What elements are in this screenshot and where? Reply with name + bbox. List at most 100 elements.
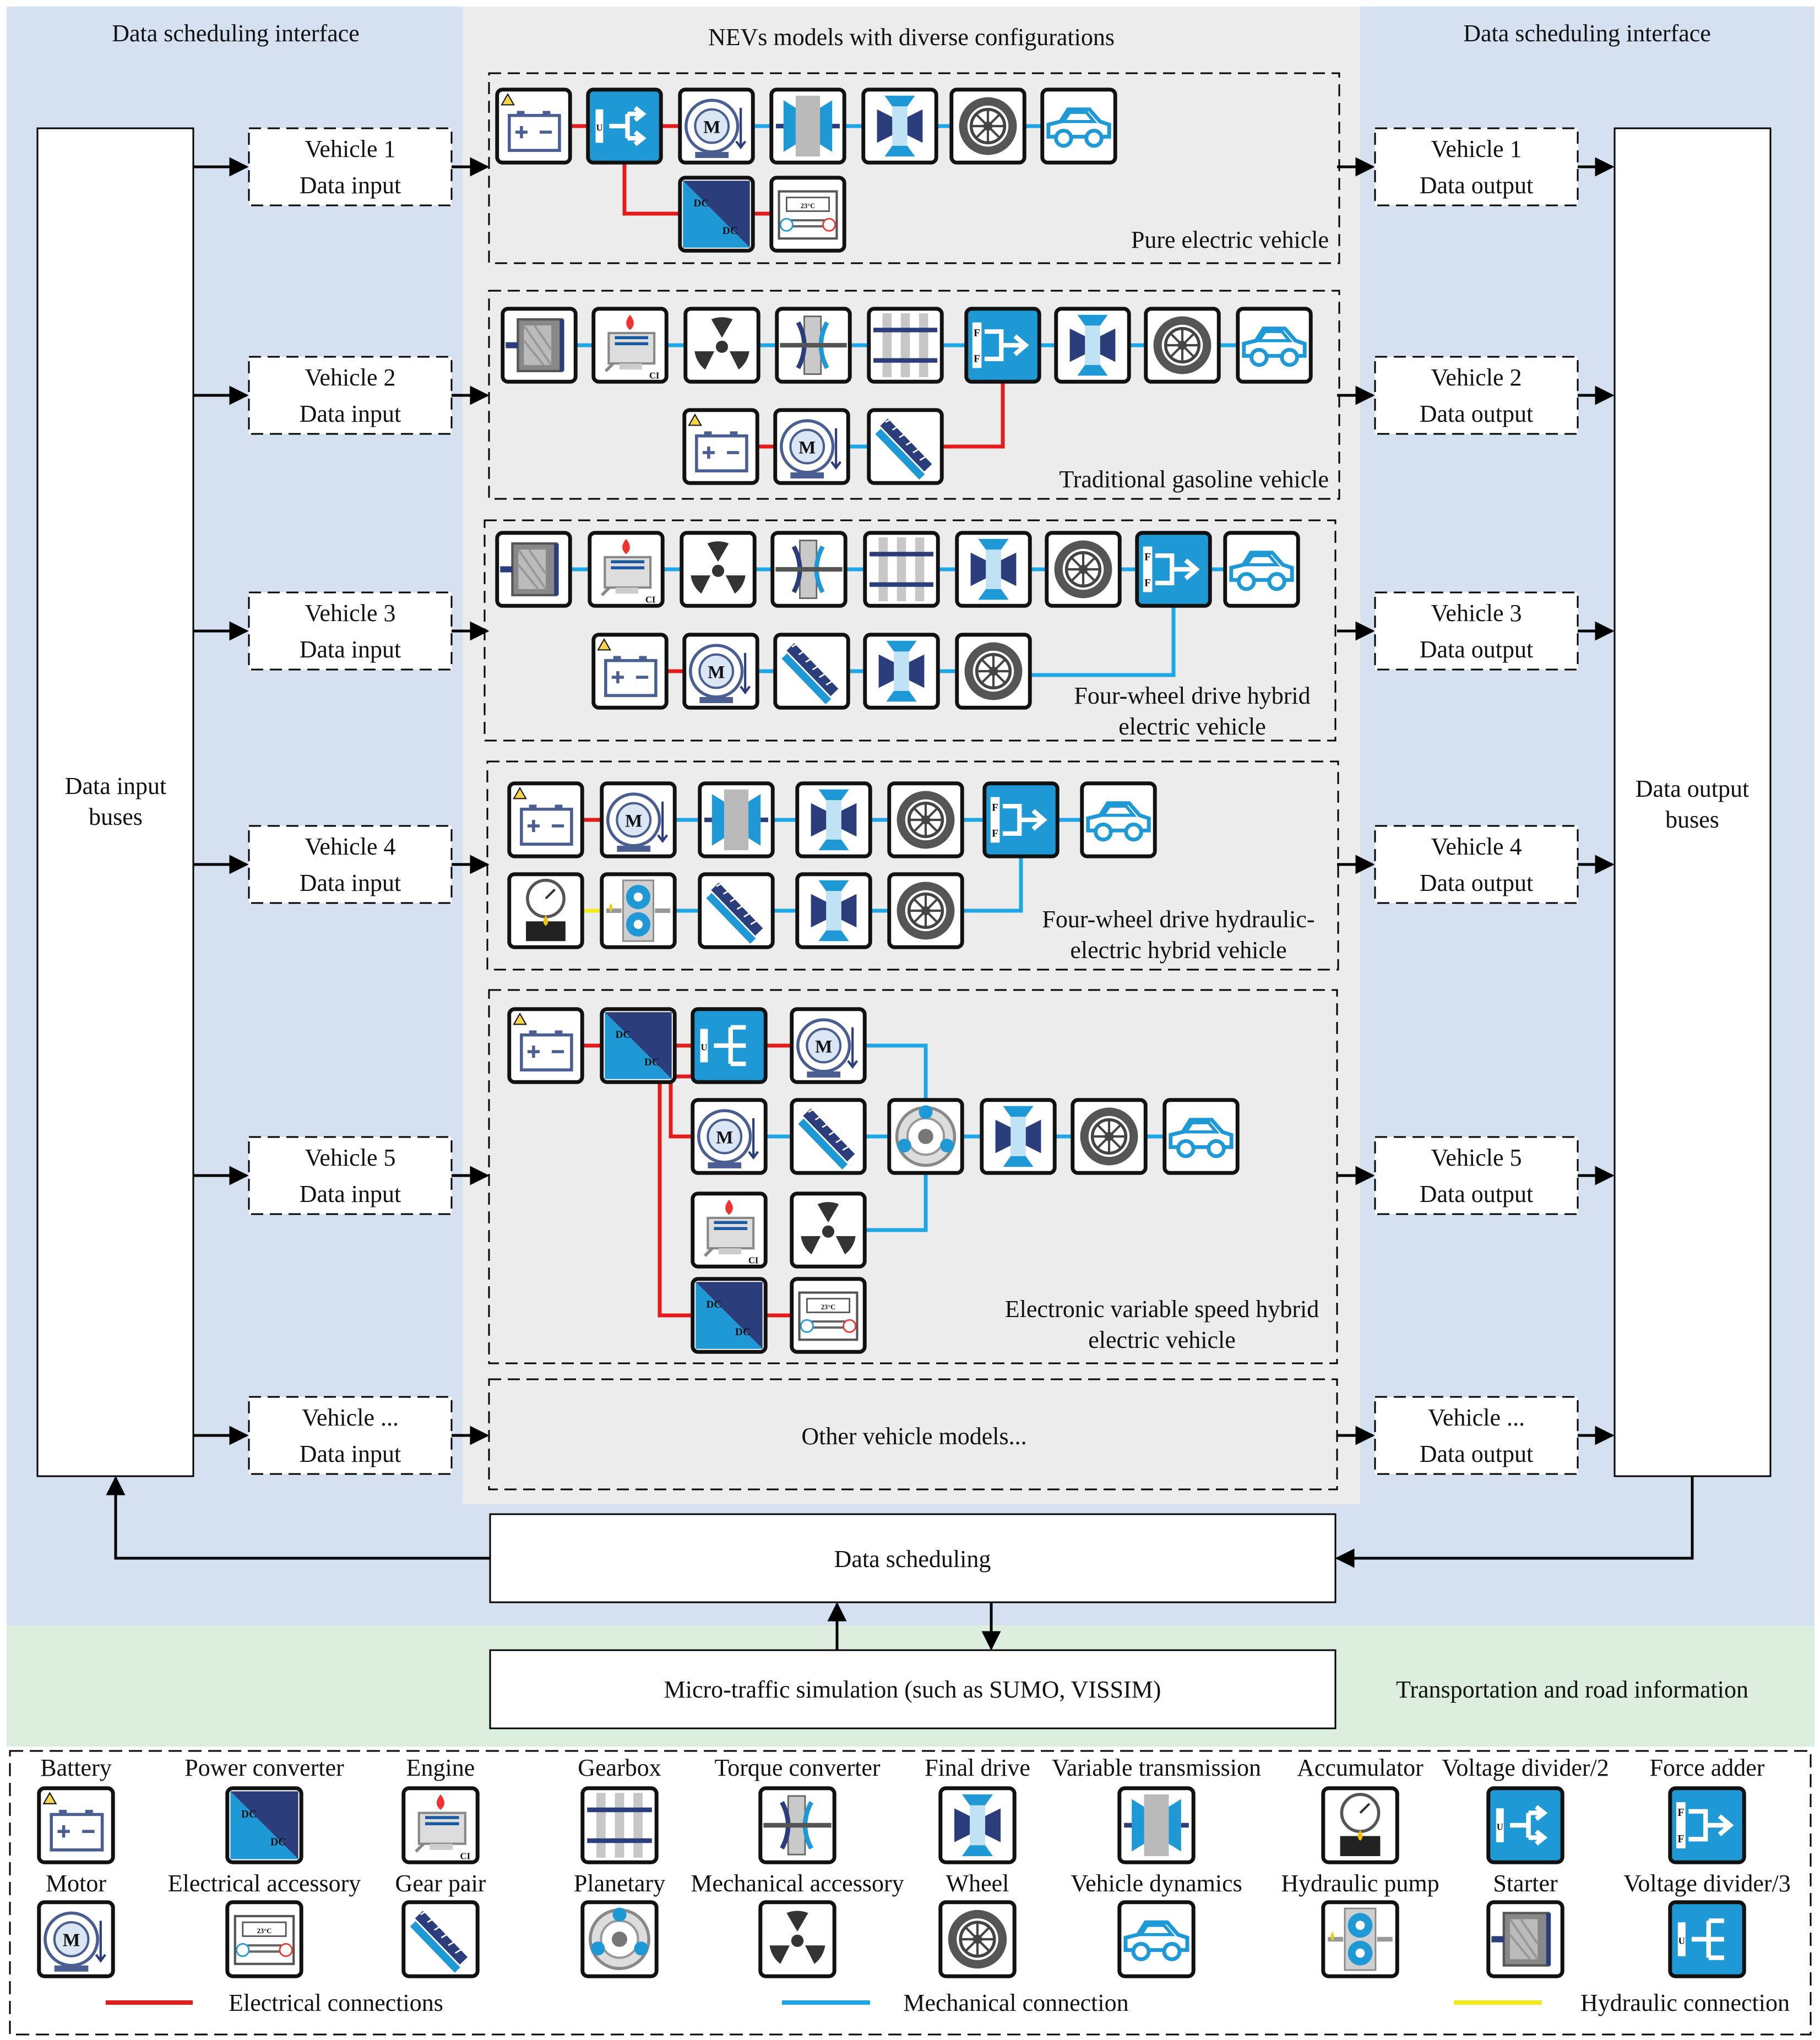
svg-text:DC: DC — [706, 1299, 721, 1310]
gear-pair-icon — [773, 633, 850, 710]
output-vehicle-label: Vehicle 2 — [1431, 364, 1522, 391]
legend-label: Engine — [406, 1754, 475, 1781]
legend-label: Gear pair — [395, 1870, 486, 1897]
wheel-icon — [887, 872, 964, 949]
model5-name-line2: electric vehicle — [1088, 1326, 1235, 1353]
motor-icon: M — [600, 781, 677, 858]
legend-label: Final drive — [925, 1754, 1030, 1781]
input-box — [248, 1396, 453, 1475]
variable-transmission-icon — [1117, 1786, 1196, 1864]
svg-text:23°C: 23°C — [821, 1303, 835, 1311]
svg-text:F: F — [974, 327, 980, 339]
output-box — [1374, 1136, 1579, 1215]
svg-text:F: F — [1144, 577, 1151, 589]
svg-text:U: U — [1497, 1821, 1503, 1832]
wheel-icon — [1071, 1098, 1148, 1175]
voltage-divider-2-icon: U — [586, 88, 663, 165]
legend-label: Voltage divider/3 — [1623, 1870, 1790, 1897]
model4-name-line1: Four-wheel drive hydraulic- — [1042, 906, 1314, 933]
input-data-label: Data input — [300, 1440, 401, 1467]
force-adder-icon: FF — [1668, 1786, 1746, 1864]
vehicle-dynamics-icon — [1236, 307, 1313, 384]
voltage-divider-2-icon: U — [1486, 1786, 1564, 1864]
input-buses-line2: buses — [89, 803, 143, 830]
wheel-icon — [938, 1900, 1017, 1978]
legend-label: Variable transmission — [1052, 1754, 1261, 1781]
starter-icon — [501, 307, 578, 384]
legend-label: Torque converter — [714, 1754, 880, 1781]
output-data-label: Data output — [1420, 636, 1534, 663]
gearbox-icon — [867, 307, 944, 384]
electrical-accessory-icon: 23°C — [790, 1277, 867, 1354]
force-adder-icon: FF — [982, 781, 1060, 858]
traffic-simulation-box — [489, 1649, 1337, 1729]
header-right: Data scheduling interface — [1463, 20, 1711, 47]
planetary-icon — [887, 1098, 964, 1175]
wire-v5-motor-planetary — [866, 1043, 928, 1098]
battery-icon — [591, 633, 669, 710]
gearbox-icon — [580, 1786, 659, 1864]
legend-label: Accumulator — [1297, 1754, 1424, 1781]
output-vehicle-label: Vehicle 3 — [1431, 600, 1522, 627]
legend-label: Mechanical accessory — [691, 1870, 904, 1897]
output-box — [1374, 825, 1579, 904]
legend-connection-label: Electrical connections — [229, 1989, 443, 2016]
starter-icon — [1486, 1900, 1564, 1978]
svg-text:M: M — [625, 810, 642, 831]
model-panel-6 — [488, 1378, 1338, 1490]
vehicle-dynamics-icon — [1117, 1900, 1196, 1978]
svg-text:F: F — [992, 802, 998, 813]
svg-text:23°C: 23°C — [801, 202, 815, 210]
model-panel-1 — [488, 72, 1340, 264]
wheel-icon — [887, 781, 964, 858]
model4-name-line2: electric hybrid vehicle — [1070, 937, 1286, 964]
output-data-label: Data output — [1420, 1440, 1534, 1467]
output-buses-line2: buses — [1665, 806, 1719, 833]
svg-text:F: F — [1144, 551, 1151, 563]
input-vehicle-label: Vehicle 5 — [305, 1144, 396, 1171]
output-box — [1374, 127, 1579, 206]
output-data-label: Data output — [1420, 1181, 1534, 1207]
final-drive-icon — [938, 1786, 1017, 1864]
data-scheduling-label: Data scheduling — [834, 1546, 991, 1573]
final-drive-icon — [795, 872, 872, 949]
input-vehicle-label: Vehicle 4 — [305, 833, 396, 860]
svg-text:DC: DC — [693, 198, 709, 209]
gear-pair-icon — [867, 408, 944, 485]
force-adder-icon: FF — [1135, 531, 1212, 608]
motor-icon: M — [790, 1007, 867, 1084]
data-input-buses — [36, 127, 194, 1477]
output-vehicle-label: Vehicle 5 — [1431, 1144, 1522, 1171]
connection-wires — [572, 124, 1236, 1318]
svg-text:M: M — [798, 437, 816, 458]
accumulator-icon — [507, 872, 584, 949]
svg-text:F: F — [1677, 1834, 1684, 1845]
svg-text:CI: CI — [649, 371, 659, 381]
input-vehicle-label: Vehicle 2 — [305, 364, 396, 391]
engine-icon: CI — [691, 1192, 768, 1269]
wheel-icon — [955, 633, 1032, 710]
wire-v3-wheel-adder — [1031, 607, 1176, 677]
mechanical-accessory-icon — [758, 1900, 836, 1978]
svg-text:U: U — [596, 122, 602, 133]
svg-text:DC: DC — [270, 1836, 286, 1848]
input-vehicle-label: Vehicle 3 — [305, 600, 396, 627]
wheel-icon — [1045, 531, 1122, 608]
voltage-divider-3-icon: U — [691, 1007, 768, 1084]
input-box — [248, 825, 453, 904]
torque-converter-icon — [758, 1786, 836, 1864]
legend-label: Battery — [40, 1754, 112, 1781]
starter-icon — [495, 531, 572, 608]
center-region-bg — [463, 7, 1360, 1504]
legend-label: Vehicle dynamics — [1071, 1870, 1242, 1897]
battery-icon — [37, 1786, 115, 1864]
svg-text:M: M — [703, 117, 720, 137]
vehicle-dynamics-icon — [1040, 88, 1117, 165]
input-box — [248, 127, 453, 206]
hydraulic-pump-icon — [600, 872, 677, 949]
svg-text:CI: CI — [460, 1851, 470, 1862]
input-data-label: Data input — [300, 869, 401, 896]
wheel-icon — [949, 88, 1026, 165]
svg-text:M: M — [63, 1930, 80, 1951]
